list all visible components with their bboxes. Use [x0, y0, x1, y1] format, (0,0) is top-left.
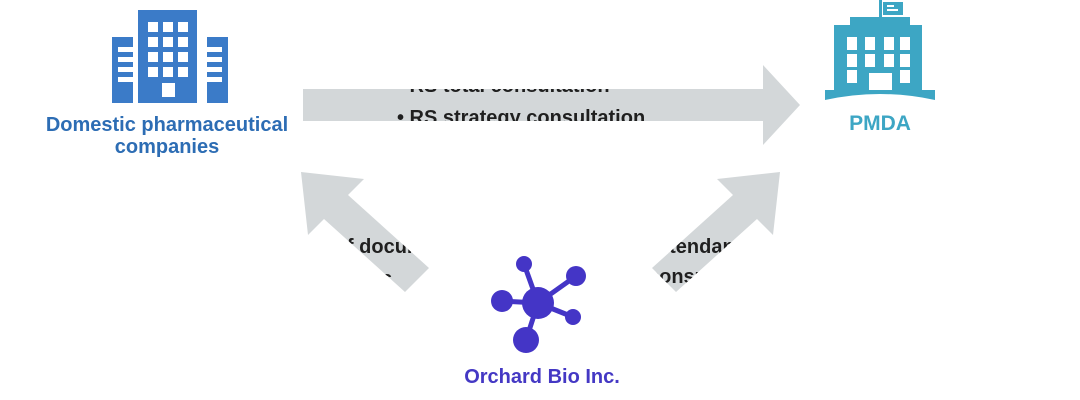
office-building-icon	[112, 10, 228, 103]
companies-label-line2: companies	[114, 136, 220, 158]
arrow-document-support-line-1: Preparation of documents	[295, 236, 435, 258]
arrow-attendance-support-line-1: Attendance at	[648, 236, 781, 258]
arrow-consultation: • RS total consultation • RS strategy co…	[303, 65, 800, 145]
arrow-consultation-item-1: • RS total consultation	[397, 75, 610, 97]
arrow-attendance-support-line-2: consultations	[648, 266, 779, 288]
companies-label: Domestic pharmaceutical companies	[38, 114, 296, 158]
molecule-icon	[491, 256, 586, 353]
arrow-attendance-support: Attendance at consultations	[648, 172, 781, 292]
orchard-label: Orchard Bio Inc.	[464, 366, 620, 388]
arrow-document-support: Preparation of documents for consultatio…	[295, 172, 435, 292]
arrow-consultation-item-2: • RS strategy consultation	[397, 107, 646, 129]
companies-label-line1: Domestic pharmaceutical	[45, 114, 289, 136]
government-building-icon	[825, 0, 935, 100]
pmda-label: PMDA	[849, 112, 911, 135]
arrow-document-support-line-2: for consultations	[297, 268, 393, 290]
